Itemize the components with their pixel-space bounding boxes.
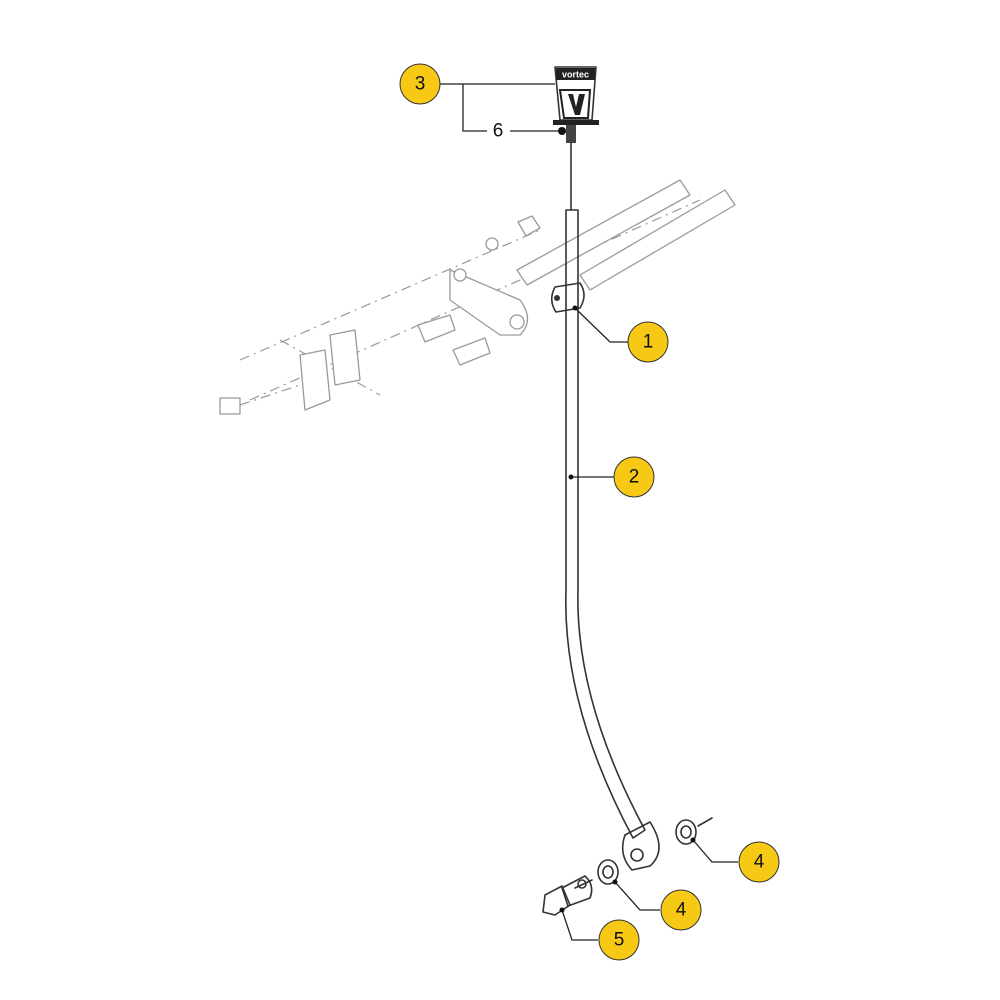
svg-text:2: 2 bbox=[629, 467, 640, 488]
svg-text:3: 3 bbox=[415, 74, 426, 95]
callout-6[interactable]: 6 bbox=[493, 121, 504, 142]
callout-3[interactable]: 3 bbox=[399, 63, 441, 105]
mounting-assembly bbox=[219, 179, 736, 415]
callout-1[interactable]: 1 bbox=[627, 321, 669, 363]
clamp-collar bbox=[550, 282, 585, 313]
svg-text:1: 1 bbox=[643, 332, 654, 353]
callout-5[interactable]: 5 bbox=[598, 919, 640, 961]
callout-2[interactable]: 2 bbox=[613, 456, 655, 498]
shift-handle: vortec bbox=[553, 66, 599, 211]
handle-logo bbox=[556, 68, 595, 80]
callout-4a[interactable]: 4 bbox=[738, 841, 780, 883]
svg-text:4: 4 bbox=[676, 900, 687, 921]
svg-text:5: 5 bbox=[614, 930, 625, 951]
handle-logo-text: vortec bbox=[562, 70, 589, 80]
shift-rod bbox=[550, 209, 660, 871]
svg-text:6: 6 bbox=[493, 121, 504, 142]
leader-lines bbox=[440, 83, 738, 941]
svg-text:4: 4 bbox=[754, 852, 765, 873]
set-screw-icon bbox=[558, 127, 566, 135]
washers-and-bolt bbox=[542, 817, 713, 916]
callout-4b[interactable]: 4 bbox=[660, 889, 702, 931]
